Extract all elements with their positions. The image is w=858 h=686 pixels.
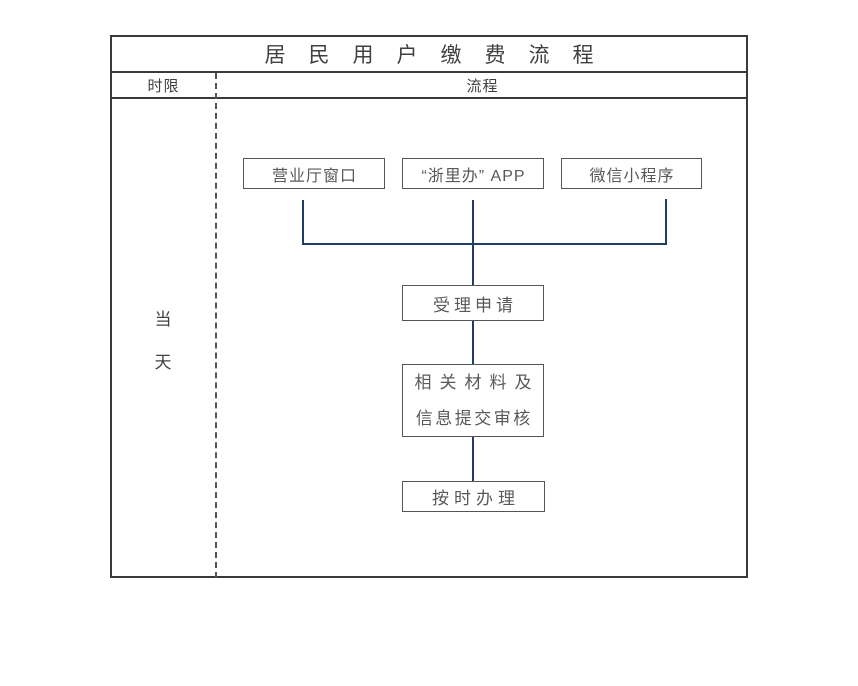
connector-horizontal-join <box>302 243 667 245</box>
connector-drop-left <box>302 200 304 244</box>
column-header-time-limit: 时限 <box>147 78 180 95</box>
header-row-separator <box>110 97 748 99</box>
connector-review-to-complete <box>472 437 474 481</box>
time-limit-char-2: 天 <box>154 352 172 372</box>
step-review-line-1: 相关材料及 <box>414 372 540 392</box>
step-review-line-2: 信息提交审核 <box>415 408 533 428</box>
entry-box-zheliban-app: “浙里办” APP <box>402 158 544 189</box>
title-row-separator <box>110 71 748 73</box>
column-divider-dashed-line <box>215 73 217 578</box>
connector-drop-middle <box>472 200 474 285</box>
flowchart-title: 居民用户缴费流程 <box>264 43 617 67</box>
step-box-process-on-time: 按时办理 <box>402 481 545 512</box>
time-limit-value: 当 天 <box>110 99 216 578</box>
step-box-accept-application: 受理申请 <box>402 285 544 321</box>
connector-accept-to-review <box>472 321 474 364</box>
column-header-process: 流程 <box>466 78 499 95</box>
connector-drop-right <box>665 199 667 244</box>
entry-box-service-hall-window: 营业厅窗口 <box>243 158 385 189</box>
table-frame <box>110 35 748 578</box>
entry-box-wechat-miniprogram: 微信小程序 <box>561 158 702 189</box>
step-box-materials-info-review: 相关材料及 信息提交审核 <box>402 364 544 437</box>
time-limit-char-1: 当 <box>154 309 172 329</box>
